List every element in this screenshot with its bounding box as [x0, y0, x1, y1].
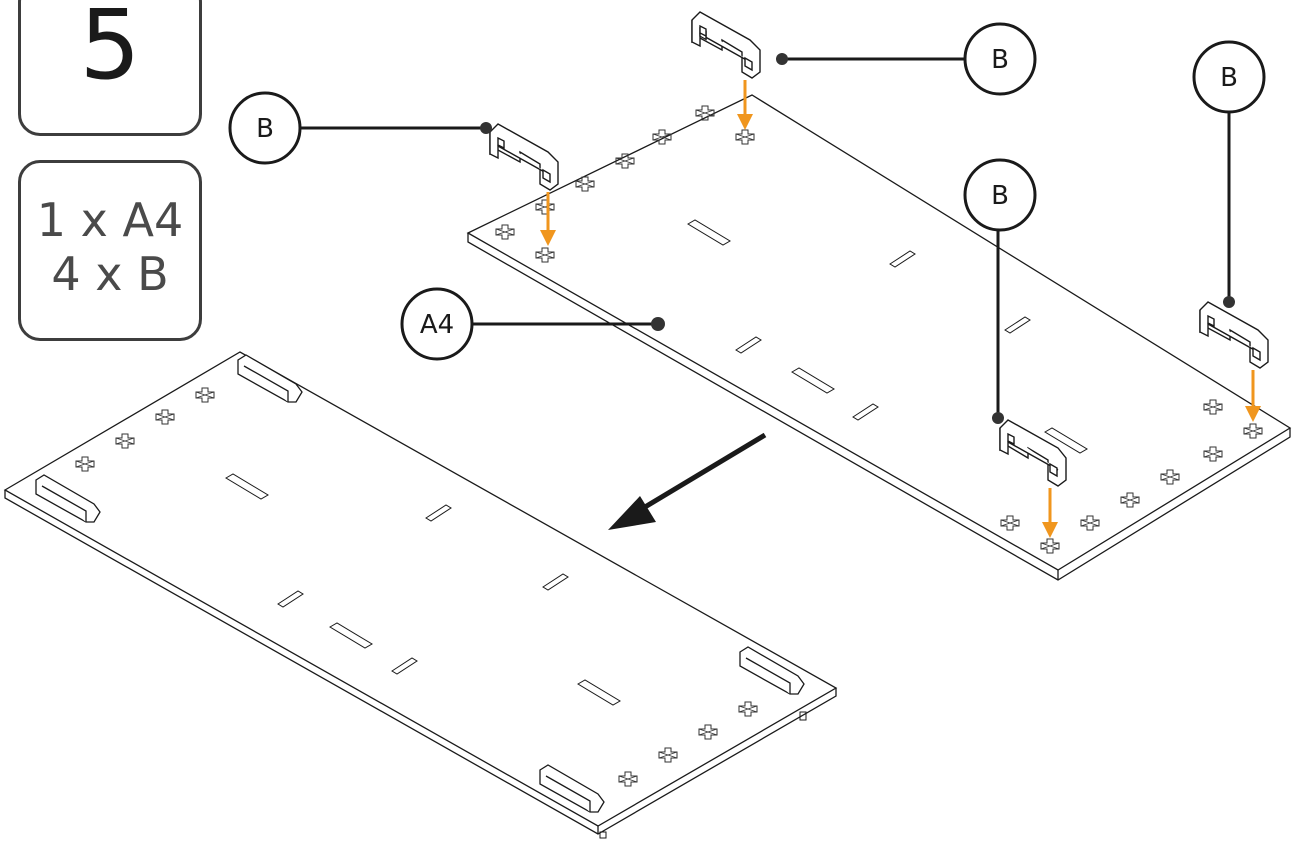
step-number-box: 5 [18, 0, 202, 136]
callout-label-b-right: B [1220, 63, 1238, 93]
callout-b-mid: B [963, 158, 1037, 424]
bracket-b-right [1199, 301, 1269, 369]
parts-list-box: 1 x A4 4 x B [18, 160, 202, 341]
board-a4-upper [466, 94, 1292, 581]
parts-item-b: 4 x B [51, 247, 169, 301]
bracket-b-mid [999, 419, 1067, 487]
callout-a4: A4 [400, 287, 665, 361]
callout-label-b-top: B [991, 45, 1009, 75]
callout-b-top: B [776, 22, 1037, 96]
callout-b-left: B [228, 91, 492, 165]
callout-label-b-mid: B [991, 181, 1009, 211]
insertion-arrows [540, 80, 1261, 538]
bracket-b-top [691, 11, 761, 79]
callout-label-a4: A4 [420, 310, 454, 340]
callout-label-b-left: B [256, 114, 274, 144]
direction-arrow [608, 432, 767, 530]
board-a4-lower [3, 351, 838, 839]
parts-item-a4: 1 x A4 [36, 193, 184, 247]
step-number: 5 [79, 0, 141, 101]
bracket-b-left [489, 123, 559, 191]
callout-b-right: B [1192, 40, 1266, 308]
